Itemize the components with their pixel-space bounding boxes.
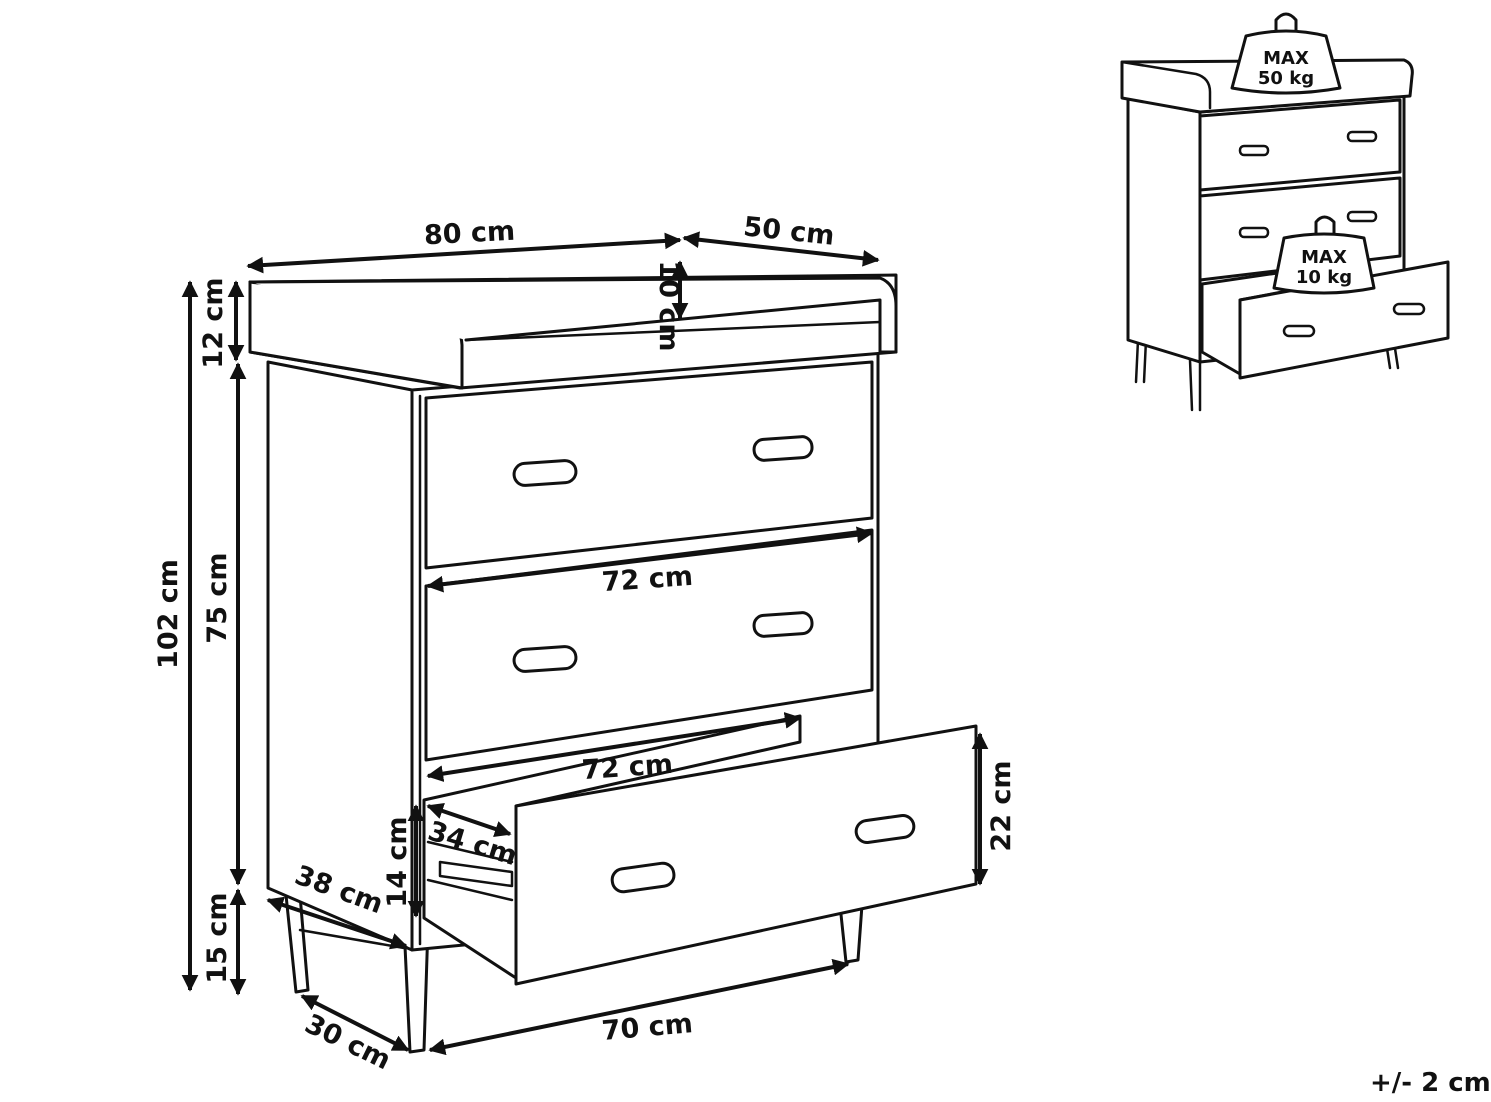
- label-tray-height: 12 cm: [198, 277, 229, 368]
- mini-drawer-1-handle-left: [1238, 144, 1270, 157]
- label-leg-span-width: 70 cm: [601, 1008, 694, 1047]
- weight-icon-top: MAX 50 kg: [1230, 12, 1342, 95]
- mini-leg-front: [1188, 358, 1202, 412]
- weight-drawer-label: MAX: [1301, 247, 1347, 268]
- label-total-height: 102 cm: [153, 559, 184, 669]
- tray-inner-edge: [464, 320, 882, 342]
- dim-line-drawer-width-upper: [426, 526, 874, 593]
- label-leg-height: 15 cm: [202, 892, 233, 983]
- weight-drawer-value: 10 kg: [1296, 267, 1352, 288]
- label-rail-height: 10 cm: [653, 260, 684, 351]
- mini-drawer-1: [1198, 98, 1402, 192]
- mini-drawer-2-handle-right: [1346, 210, 1378, 223]
- drawer-3-handle-left: [610, 861, 676, 894]
- drawer-2-handle-right: [752, 611, 814, 638]
- label-drawer-width-lower: 72 cm: [581, 749, 674, 786]
- dim-line-top-width: [246, 232, 682, 274]
- mini-body: [1126, 96, 1202, 364]
- mini-leg-left: [1134, 338, 1148, 384]
- drawer-3-handle-right: [854, 813, 916, 845]
- mini-tray-rail: [1120, 60, 1212, 110]
- dim-line-leg-span-depth: [300, 994, 410, 1052]
- tray-rail-back: [248, 276, 898, 354]
- dim-line-top-depth: [682, 231, 880, 267]
- label-body-height: 75 cm: [202, 552, 233, 643]
- mini-drawer-3-handle-right: [1392, 302, 1426, 316]
- dim-line-body-depth: [266, 896, 408, 950]
- tolerance-note: +/- 2 cm: [1370, 1068, 1491, 1098]
- dim-line-drawer-depth: [426, 802, 512, 838]
- label-top-width: 80 cm: [423, 216, 516, 252]
- label-drawer-inner-height: 14 cm: [382, 816, 413, 907]
- mini-drawer-3-handle-left: [1282, 324, 1316, 338]
- dimension-lines: [181, 231, 989, 1056]
- weight-top-value: 50 kg: [1258, 68, 1314, 89]
- label-drawer-width-upper: 72 cm: [601, 561, 694, 598]
- drawer-3-rail: [426, 840, 514, 902]
- dim-line-leg-span-width: [428, 958, 850, 1056]
- dim-line-drawer-width-lower: [426, 712, 802, 782]
- load-diagram: MAX 50 kg MAX 10 kg: [1120, 12, 1450, 412]
- drawer-1-front: [424, 360, 874, 570]
- drawer-1-handle-right: [752, 435, 814, 462]
- drawer-3-slide: [438, 860, 514, 888]
- label-drawer-front-height: 22 cm: [986, 760, 1017, 851]
- mini-drawer-1-handle-right: [1346, 130, 1378, 143]
- mini-drawer-2-handle-left: [1238, 226, 1270, 239]
- drawer-1-handle-left: [512, 459, 578, 487]
- main-dresser: [248, 273, 978, 1054]
- drawer-2-handle-left: [512, 645, 578, 673]
- weight-icon-drawer: MAX 10 kg: [1272, 215, 1376, 295]
- weight-top-label: MAX: [1263, 48, 1309, 69]
